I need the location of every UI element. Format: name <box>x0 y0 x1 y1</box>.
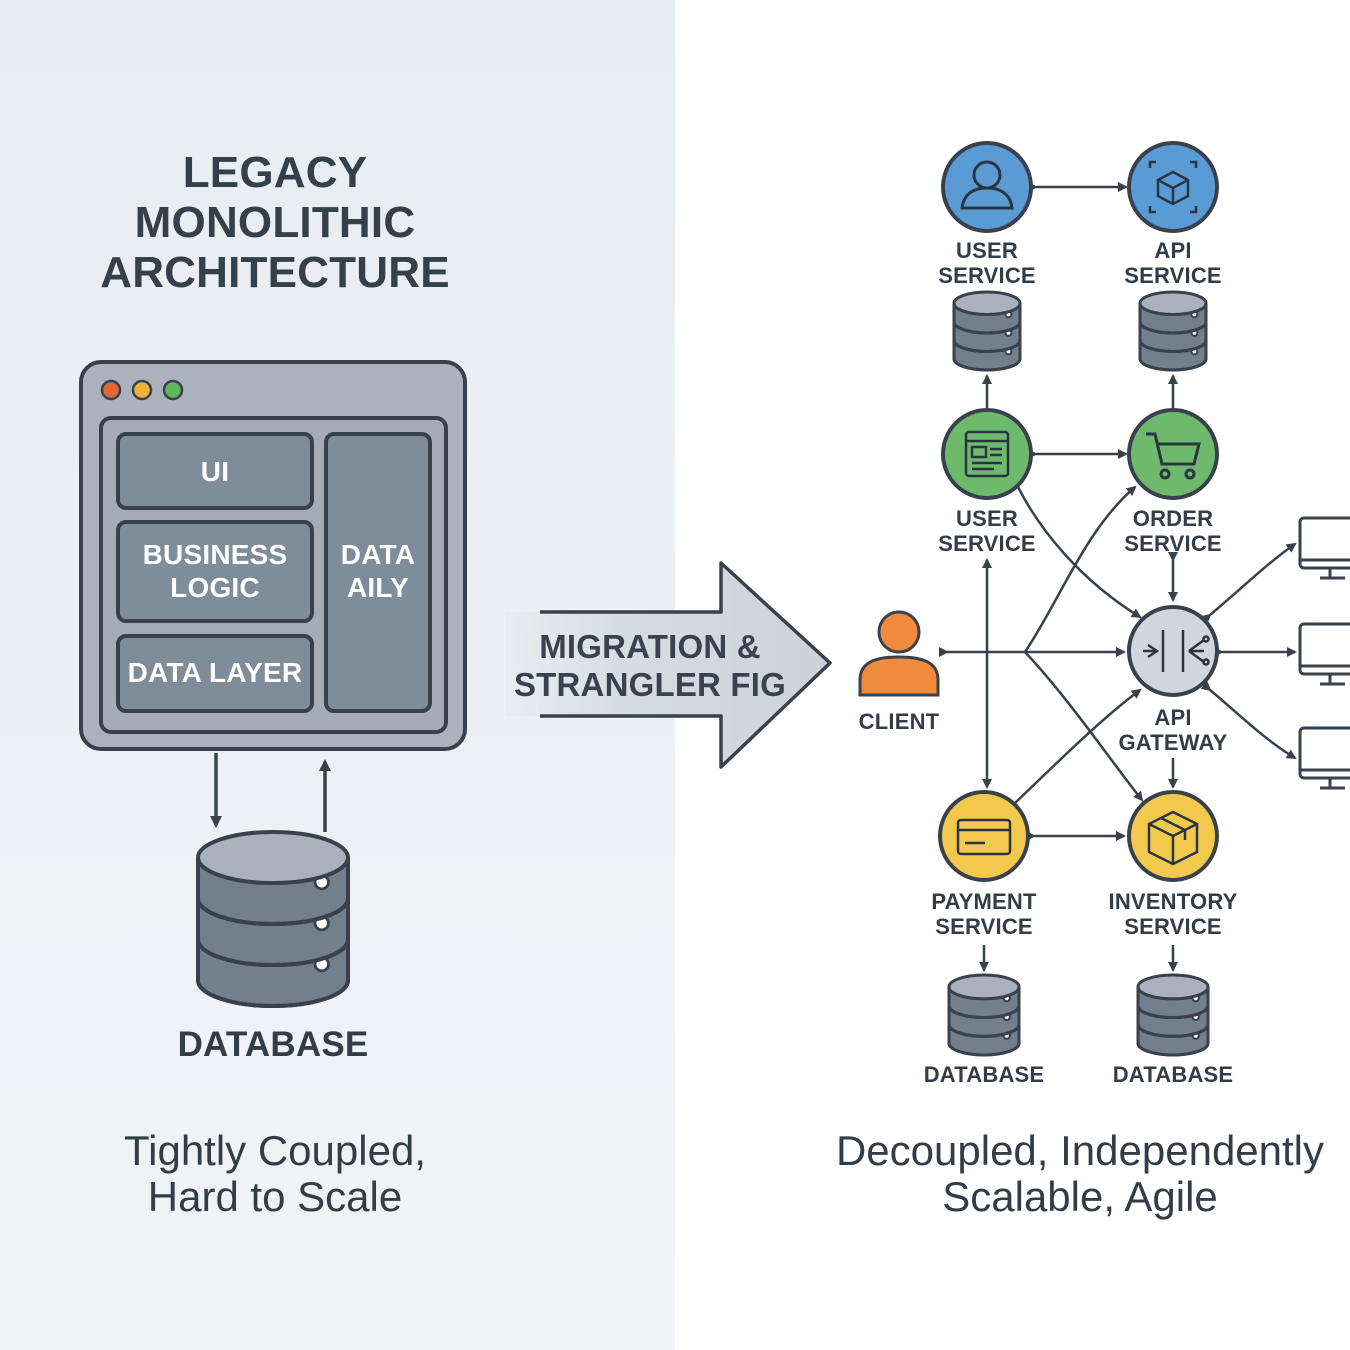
migration-label: MIGRATION & STRANGLER FIG <box>513 628 787 703</box>
package-icon <box>1147 810 1199 866</box>
inventory-service-label: INVENTORY SERVICE <box>1108 889 1238 939</box>
ui-layer-box <box>116 432 314 510</box>
window-minimize-dot <box>131 379 153 401</box>
payment-database-label: DATABASE <box>923 1062 1045 1087</box>
database-icon <box>1138 290 1208 372</box>
monitor-icon <box>1298 622 1350 686</box>
monitor-icon <box>1298 516 1350 580</box>
monolith-database-label: DATABASE <box>177 1025 369 1064</box>
order-service-node <box>1127 408 1219 500</box>
monolith-caption: Tightly Coupled, Hard to Scale <box>124 1127 426 1220</box>
data-layer-box <box>116 634 314 713</box>
data-aily-box <box>324 432 432 713</box>
monitor-icon <box>1298 726 1350 790</box>
title-line: LEGACY <box>182 148 368 197</box>
user-icon <box>960 160 1014 210</box>
client-monitors <box>1298 516 1350 790</box>
card-icon <box>956 818 1012 856</box>
inventory-service-node <box>1127 790 1219 882</box>
microservices-caption: Decoupled, Independently Scalable, Agile <box>835 1127 1325 1220</box>
api-gateway-label: API GATEWAY <box>1118 705 1228 755</box>
cart-icon <box>1146 432 1201 480</box>
user-service-top-label: USER SERVICE <box>938 238 1036 288</box>
data-layer-label: DATA LAYER <box>127 657 303 688</box>
monolith-title: LEGACY MONOLITHIC ARCHITECTURE <box>80 148 470 298</box>
order-service-label: ORDER SERVICE <box>1124 506 1222 556</box>
cube-icon <box>1148 160 1198 214</box>
monolith-window <box>79 360 467 751</box>
payment-service-node <box>938 790 1030 882</box>
api-service-top-node <box>1127 141 1219 233</box>
title-line: ARCHITECTURE <box>100 248 450 297</box>
inventory-database-label: DATABASE <box>1112 1062 1234 1087</box>
ui-layer-label: UI <box>200 456 230 487</box>
data-aily-label: DATA AILY <box>340 539 416 603</box>
business-logic-box <box>116 520 314 623</box>
api-gateway-node <box>1127 605 1219 697</box>
window-maximize-dot <box>162 379 184 401</box>
gateway-icon <box>1143 630 1210 672</box>
database-icon <box>952 290 1022 372</box>
service-connections <box>939 182 1297 972</box>
api-service-top-label: API SERVICE <box>1124 238 1222 288</box>
database-icon <box>947 973 1021 1057</box>
window-controls <box>100 379 184 401</box>
user-service-mid-label: USER SERVICE <box>938 506 1036 556</box>
client-label: CLIENT <box>858 709 940 734</box>
database-icon <box>1136 973 1210 1057</box>
layout-icon <box>964 430 1010 478</box>
client-person-icon <box>858 610 940 697</box>
monolith-database-icon <box>196 830 350 1008</box>
business-logic-label: BUSINESS LOGIC <box>142 539 288 603</box>
window-close-dot <box>100 379 122 401</box>
payment-service-label: PAYMENT SERVICE <box>931 889 1037 939</box>
user-service-top-node <box>941 141 1033 233</box>
service-databases <box>947 290 1210 1057</box>
user-service-mid-node <box>941 408 1033 500</box>
database-icon <box>196 830 350 1008</box>
title-line: MONOLITHIC <box>134 198 416 247</box>
